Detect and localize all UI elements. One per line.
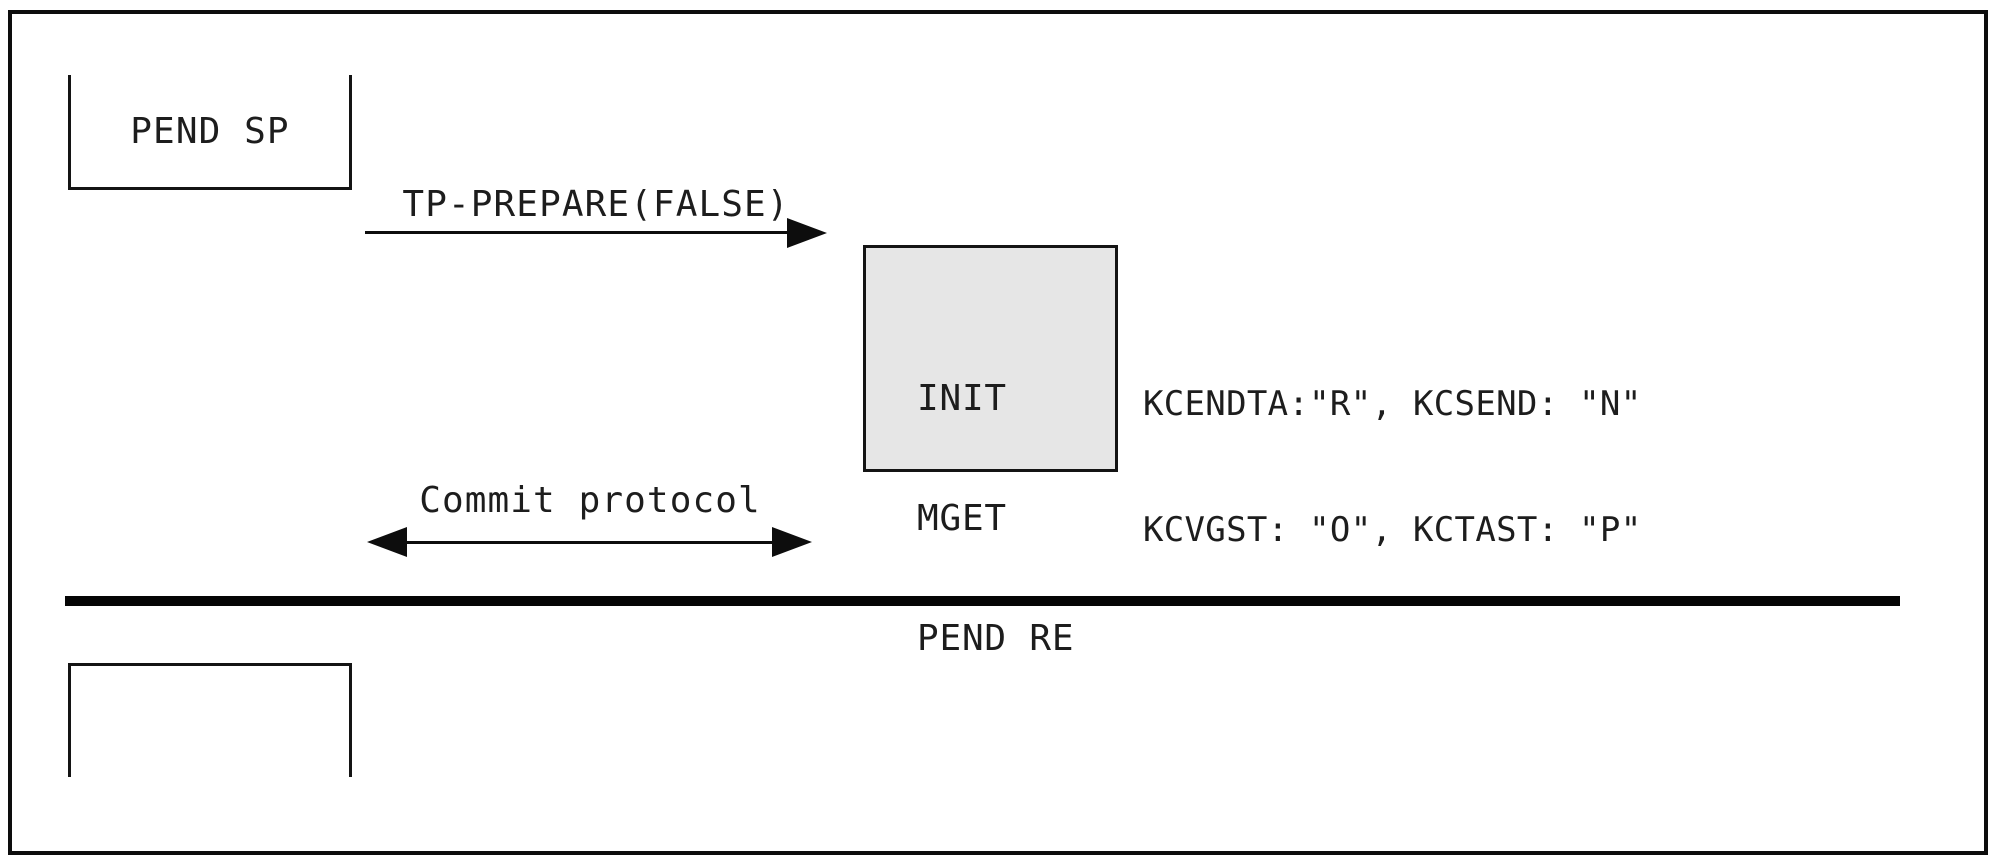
process-box: INIT MGET PEND RE bbox=[863, 245, 1118, 659]
status-line-1: KCENDTA:"R", KCSEND: "N" bbox=[1143, 384, 1642, 424]
commit-arrow-label: Commit protocol bbox=[419, 480, 761, 521]
prepare-arrow-label: TP-PREPARE(FALSE) bbox=[402, 184, 790, 225]
prepare-arrowhead-right-icon bbox=[787, 218, 827, 248]
process-box-line: PEND RE bbox=[917, 618, 1075, 659]
commit-arrowhead-right-icon bbox=[772, 527, 812, 557]
commit-arrowhead-left-icon bbox=[367, 527, 407, 557]
commit-arrow-line bbox=[405, 541, 772, 544]
status-text: KCENDTA:"R", KCSEND: "N" KCVGST: "O", KC… bbox=[1143, 299, 1641, 593]
process-box-line: INIT bbox=[917, 378, 1007, 419]
bottom-box bbox=[68, 663, 352, 777]
process-box-line: MGET bbox=[917, 498, 1007, 539]
pend-sp-box: PEND SP bbox=[68, 75, 352, 190]
prepare-arrow-line bbox=[365, 231, 788, 234]
outer-frame bbox=[8, 10, 1988, 855]
pend-sp-label: PEND SP bbox=[130, 110, 290, 152]
status-line-2: KCVGST: "O", KCTAST: "P" bbox=[1143, 510, 1642, 550]
session-separator-line bbox=[65, 596, 1900, 606]
